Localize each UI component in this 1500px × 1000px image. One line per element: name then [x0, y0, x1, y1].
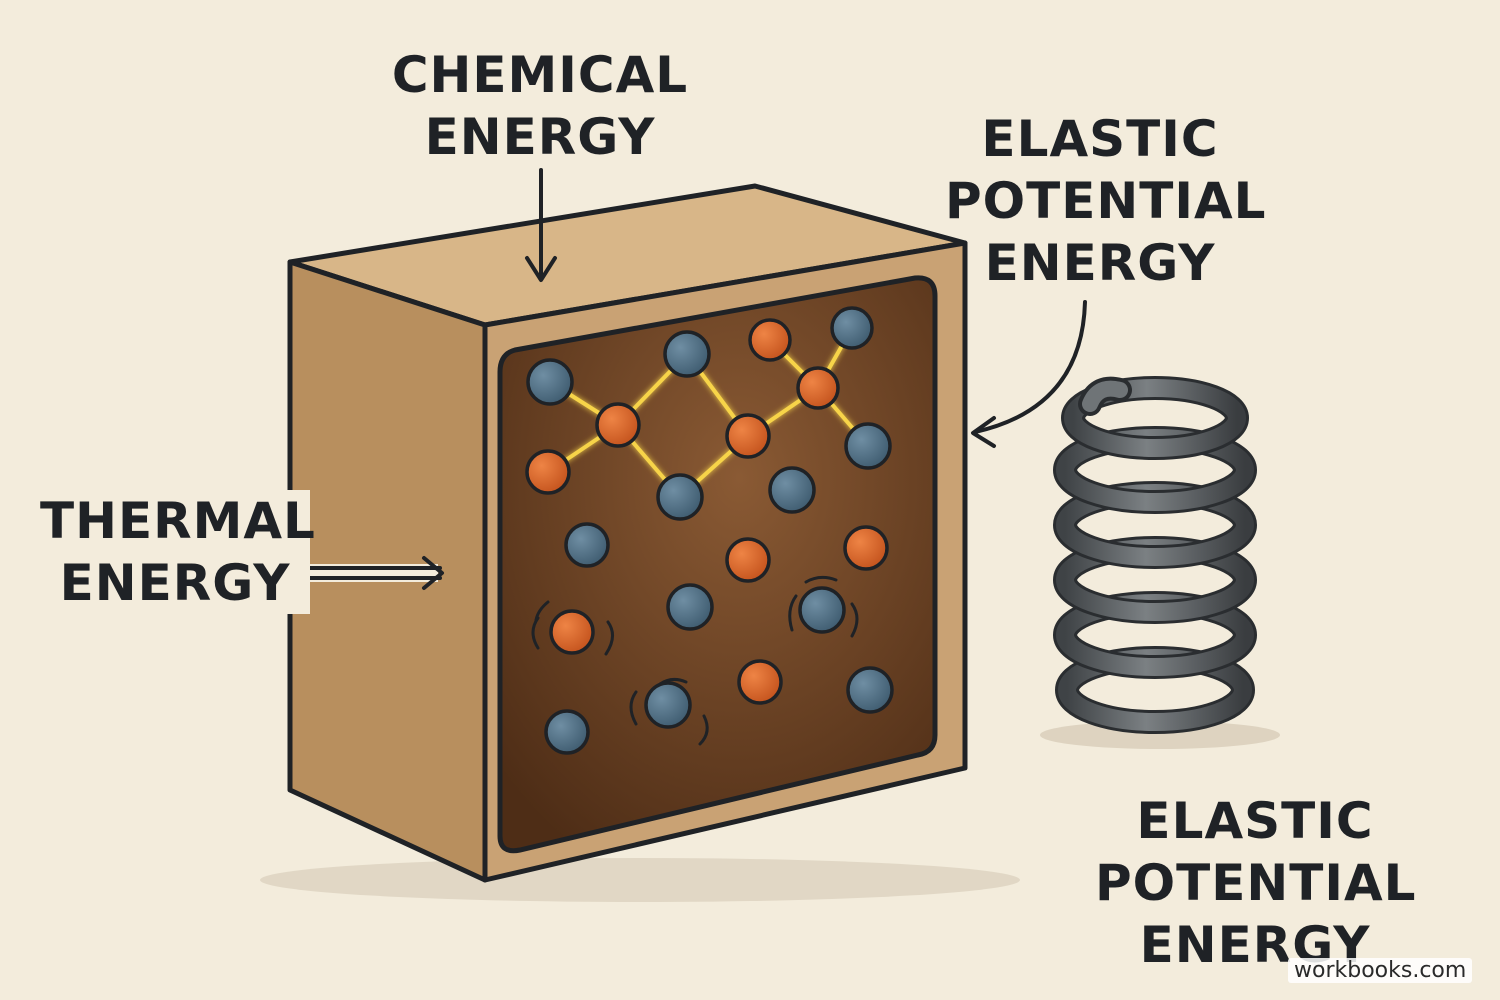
orange-atom [549, 609, 595, 655]
orange-atom [725, 537, 771, 583]
blue-atom [526, 358, 574, 406]
label-line: ENERGY [59, 554, 291, 612]
spring-shadow [1040, 721, 1280, 749]
blue-atom [830, 306, 874, 350]
orange-atom [843, 525, 889, 571]
orange-atom [725, 413, 771, 459]
blue-atom [644, 681, 692, 729]
blue-atom [768, 466, 816, 514]
label-line: ELASTIC [981, 110, 1219, 168]
label-line: POTENTIAL [945, 172, 1267, 230]
label-line: CHEMICAL [391, 46, 689, 104]
label-line: THERMAL [40, 492, 316, 550]
orange-atom [595, 402, 641, 448]
blue-atom [656, 473, 704, 521]
coil-spring [1053, 376, 1257, 734]
watermark: workbooks.com [1288, 958, 1473, 983]
label-chemical-energy: CHEMICAL ENERGY [390, 44, 690, 168]
vibration-marks [531, 575, 859, 746]
blue-atom [844, 422, 892, 470]
label-line: POTENTIAL [1095, 854, 1417, 912]
orange-atom [748, 318, 792, 362]
orange-atom [796, 366, 840, 410]
blue-atom [846, 666, 894, 714]
label-elastic-potential-energy-top: ELASTIC POTENTIAL ENERGY [945, 108, 1267, 294]
label-elastic-potential-energy-bottom: ELASTIC POTENTIAL ENERGY [1095, 790, 1417, 976]
atoms [525, 306, 894, 755]
label-line: ELASTIC [1136, 792, 1374, 850]
orange-atom [525, 449, 571, 495]
orange-atom [737, 659, 783, 705]
label-line: ENERGY [984, 234, 1216, 292]
blue-atom [663, 330, 711, 378]
blue-atom [666, 583, 714, 631]
blue-atom [798, 586, 846, 634]
arrow-chemical [525, 168, 557, 282]
arrow-elastic [971, 300, 1087, 448]
label-line: ENERGY [424, 108, 656, 166]
label-thermal-energy: THERMAL ENERGY [40, 490, 316, 614]
blue-atom [544, 709, 590, 755]
box-shadow [260, 858, 1020, 902]
blue-atom [564, 522, 610, 568]
arrow-thermal [286, 556, 444, 590]
